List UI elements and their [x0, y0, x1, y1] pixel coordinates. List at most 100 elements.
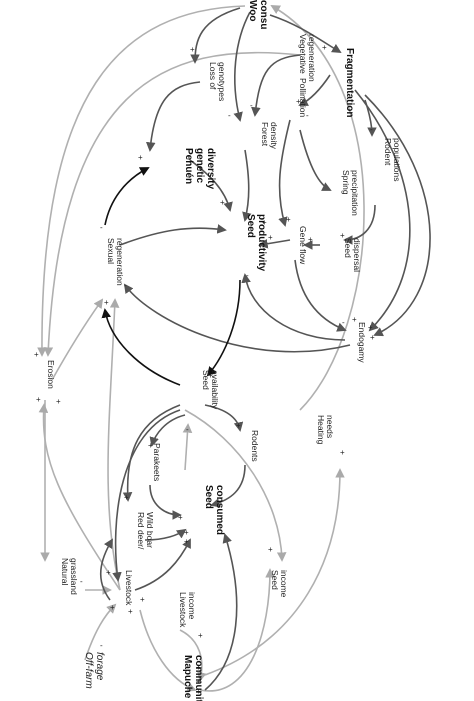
edge-seedprod-avail — [206, 279, 241, 377]
node-pehuen-genetic-diversity: Pehuéngeneticdiversity — [183, 148, 216, 190]
node-wood: Wooconsu — [247, 0, 269, 29]
edge-avail-sexual — [101, 308, 181, 386]
node-livestock-income: Livestockincome — [178, 592, 197, 628]
node-loss-of-genotypes: Loss ofgenotypes — [208, 62, 227, 101]
sign-plus: + — [56, 397, 61, 406]
node-parakeets: Parakeets — [152, 443, 162, 481]
edge-fragmentation-erosion — [43, 51, 301, 357]
edge-livestock-mapuche — [139, 609, 197, 692]
sign-plus: + — [128, 607, 133, 616]
sign-minus: - — [342, 318, 345, 327]
node-spring-precipitation: Springprecipitation — [341, 170, 360, 216]
node-livestock: Livestock — [124, 570, 134, 606]
edge-wood-erosion — [37, 5, 246, 357]
node-heating-needs: Heatingneeds — [316, 415, 335, 445]
polarity-signs: + - - + + + - - + + + + + + - - - + - + … — [34, 43, 375, 696]
edge-sexual-pehuen — [104, 167, 150, 226]
sign-plus: + — [34, 350, 39, 359]
edge-geneflow-seedprod — [258, 239, 291, 249]
edge-veg-forest — [251, 54, 301, 117]
edge-livestock-income-mapuche — [179, 629, 207, 682]
sign-plus: + — [268, 233, 273, 242]
sign-plus: + — [286, 215, 291, 224]
edge-livestock-erosion — [38, 403, 121, 591]
node-seed-availability: Seedavailability — [201, 370, 220, 410]
sign-minus: - — [100, 641, 103, 650]
edge-forest-seedprod — [242, 149, 252, 222]
edge-wood-fragmentation — [269, 14, 342, 53]
sign-plus: + — [36, 395, 41, 404]
sign-minus: - — [370, 125, 373, 134]
edge-mapuche-consumed — [204, 533, 238, 691]
edge-mapuche-seedincome — [199, 568, 275, 692]
edge-avail-reddeer — [122, 404, 181, 502]
node-seed-income: Seedincome — [270, 570, 289, 598]
edge-pollination-geneflow — [278, 119, 291, 227]
sign-plus: + — [262, 218, 267, 227]
edge-endogamy-sexual — [123, 283, 351, 353]
edge-avail-seedincome — [184, 409, 287, 562]
sign-minus: - — [80, 577, 83, 586]
node-seed-dispersal: Seeddispersal — [343, 238, 362, 272]
edge-mapuche-heating — [204, 468, 345, 676]
edge-frag-pollination — [298, 74, 331, 106]
node-seed-consumed: Seedconsumed — [203, 485, 225, 535]
edge-avail-livestock — [112, 409, 181, 582]
edge-wood-loss — [190, 7, 241, 64]
node-vegetative-regeneration: Vegetativeregeneration — [298, 34, 317, 82]
sign-plus: + — [308, 235, 313, 244]
sign-plus: + — [196, 663, 201, 672]
edge-sexual-seedprod — [119, 224, 227, 246]
sign-plus: + — [148, 441, 153, 450]
sign-plus: + — [352, 315, 357, 324]
edge-wood-forest — [233, 11, 251, 122]
node-mapuche-community: Mapuchecommunity — [182, 655, 204, 701]
node-endogamy: Endogamy — [357, 322, 367, 363]
sign-minus: - — [306, 111, 309, 120]
edge-avail-rodents — [204, 404, 244, 432]
sign-plus: + — [340, 231, 345, 240]
edge-frag-endogamy — [354, 89, 411, 332]
node-rodent-populations: Rodentpopulations — [383, 138, 402, 181]
node-gene-flow: Gene flow — [298, 226, 308, 265]
sign-minus: - — [100, 223, 103, 232]
edge-geneflow-endogamy — [294, 259, 347, 332]
edge-reddeer-consumed — [144, 528, 187, 541]
sign-plus: + — [340, 448, 345, 457]
node-seed-productivity: Seedproductivity — [245, 214, 267, 272]
sign-minus: - — [228, 111, 231, 120]
edge-erosion-sexual — [51, 298, 104, 381]
node-fragmentation: Fragmentation — [344, 48, 355, 117]
sign-plus: + — [104, 298, 109, 307]
nodes: Wooconsu Fragmentation Vegetativeregener… — [46, 0, 402, 701]
sign-plus: + — [184, 537, 189, 546]
edge-pehuen-seedprod — [189, 159, 233, 212]
edge-rodents-consumed — [210, 464, 246, 508]
node-rodents: Rodents — [250, 430, 260, 462]
edge-endogamy-seedprod — [241, 273, 346, 341]
sign-plus: + — [184, 528, 189, 537]
sign-plus: + — [370, 333, 375, 342]
node-forest-density: Forestdensity — [260, 122, 279, 150]
node-natural-grassland: Naturalgrassland — [60, 558, 79, 595]
edge-rodent-dispersal — [343, 204, 376, 245]
sign-plus: + — [368, 323, 373, 332]
sign-minus: - — [246, 271, 249, 280]
edge-avail-parakeets — [149, 414, 186, 447]
sign-minus: - — [250, 101, 253, 110]
edge-consumed-avail — [182, 423, 193, 471]
sign-plus: + — [208, 371, 213, 380]
edge-livestock-sexual — [107, 298, 121, 591]
node-off-farm-forage: Off-farmforage — [83, 652, 105, 689]
sign-plus: + — [268, 545, 273, 554]
sign-plus: + — [322, 43, 327, 52]
sign-plus: + — [138, 153, 143, 162]
sign-plus: + — [110, 603, 115, 612]
sign-plus: + — [124, 493, 129, 502]
sign-plus: + — [140, 595, 145, 604]
sign-plus: + — [220, 198, 225, 207]
edge-parakeets-consumed — [149, 484, 182, 520]
edge-pollination-spring — [299, 129, 332, 191]
edge-livestock-self — [99, 538, 113, 601]
